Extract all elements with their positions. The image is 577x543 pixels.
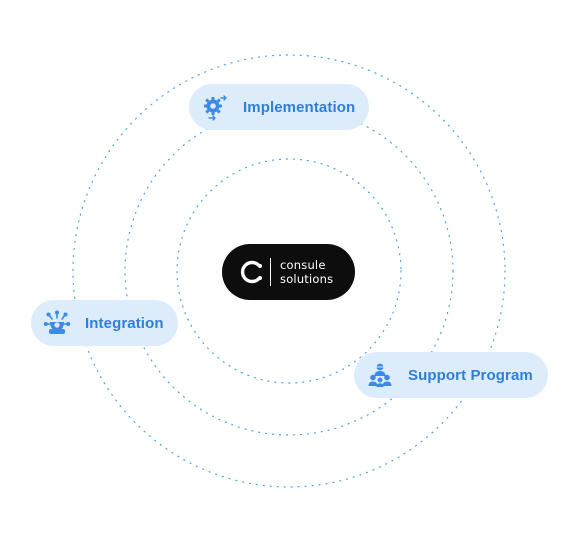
gear-arrows-icon <box>201 93 229 121</box>
network-nodes-icon <box>43 309 71 337</box>
support-program-label: Support Program <box>408 366 533 384</box>
logo-line-consule: consule <box>280 258 326 272</box>
inner-ring <box>176 158 402 384</box>
integration-label: Integration <box>85 314 164 332</box>
support-program-pill[interactable]: Support Program <box>354 352 548 398</box>
team-people-icon <box>366 361 394 389</box>
implementation-label: Implementation <box>243 98 356 116</box>
logo-line-solutions: solutions <box>280 272 334 286</box>
logo-text: consule solutions <box>280 258 333 286</box>
integration-pill[interactable]: Integration <box>31 300 178 346</box>
outer-ring <box>72 54 506 488</box>
c-logo-icon <box>238 258 266 286</box>
implementation-pill[interactable]: Implementation <box>189 84 369 130</box>
logo-divider <box>270 258 271 286</box>
middle-ring <box>124 106 454 436</box>
consule-solutions-logo[interactable]: consule solutions <box>222 244 355 300</box>
